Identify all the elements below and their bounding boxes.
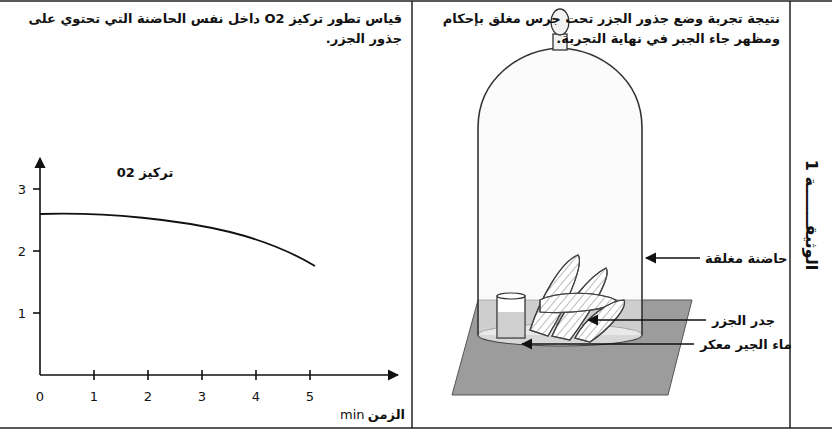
panel-title: نتيجة تجربة وضع جذور الجزر تحت جرس مغلق …	[422, 9, 780, 49]
leader-lines	[522, 258, 706, 344]
panel-title: قياس تطور تركيز O2 داخل نفس الحاضنة التي…	[10, 9, 402, 49]
axis-number: 4	[252, 389, 260, 404]
axis-number: 1	[90, 389, 98, 404]
figure-label: حاضنة مغلقة	[705, 251, 787, 266]
panel: قياس تطور تركيز O2 داخل نفس الحاضنة التي…	[0, 1, 412, 101]
document-number: الوثيقـــــــة 1	[802, 159, 821, 269]
axis-number: 5	[306, 389, 314, 404]
axis-number: 0	[36, 389, 44, 404]
axis-number: 3	[198, 389, 206, 404]
axis-number: 2	[144, 389, 152, 404]
figure-label: ماء الجير معكر	[700, 337, 792, 352]
document-tab: الوثيقـــــــة 1	[790, 1, 832, 428]
axis-number: 3	[18, 182, 26, 197]
axis-number: 1	[18, 306, 26, 321]
figure-label: تركيز 02	[117, 165, 174, 180]
figure-label: min	[340, 407, 365, 422]
panel: نتيجة تجربة وضع جذور الجزر تحت جرس مغلق …	[412, 1, 790, 101]
bell-jar-experiment	[452, 9, 692, 395]
axis-number: 2	[18, 244, 26, 259]
figure-label: جدر الجزر	[712, 313, 775, 328]
figure-label: الزمن	[368, 407, 405, 422]
chart	[33, 158, 398, 380]
